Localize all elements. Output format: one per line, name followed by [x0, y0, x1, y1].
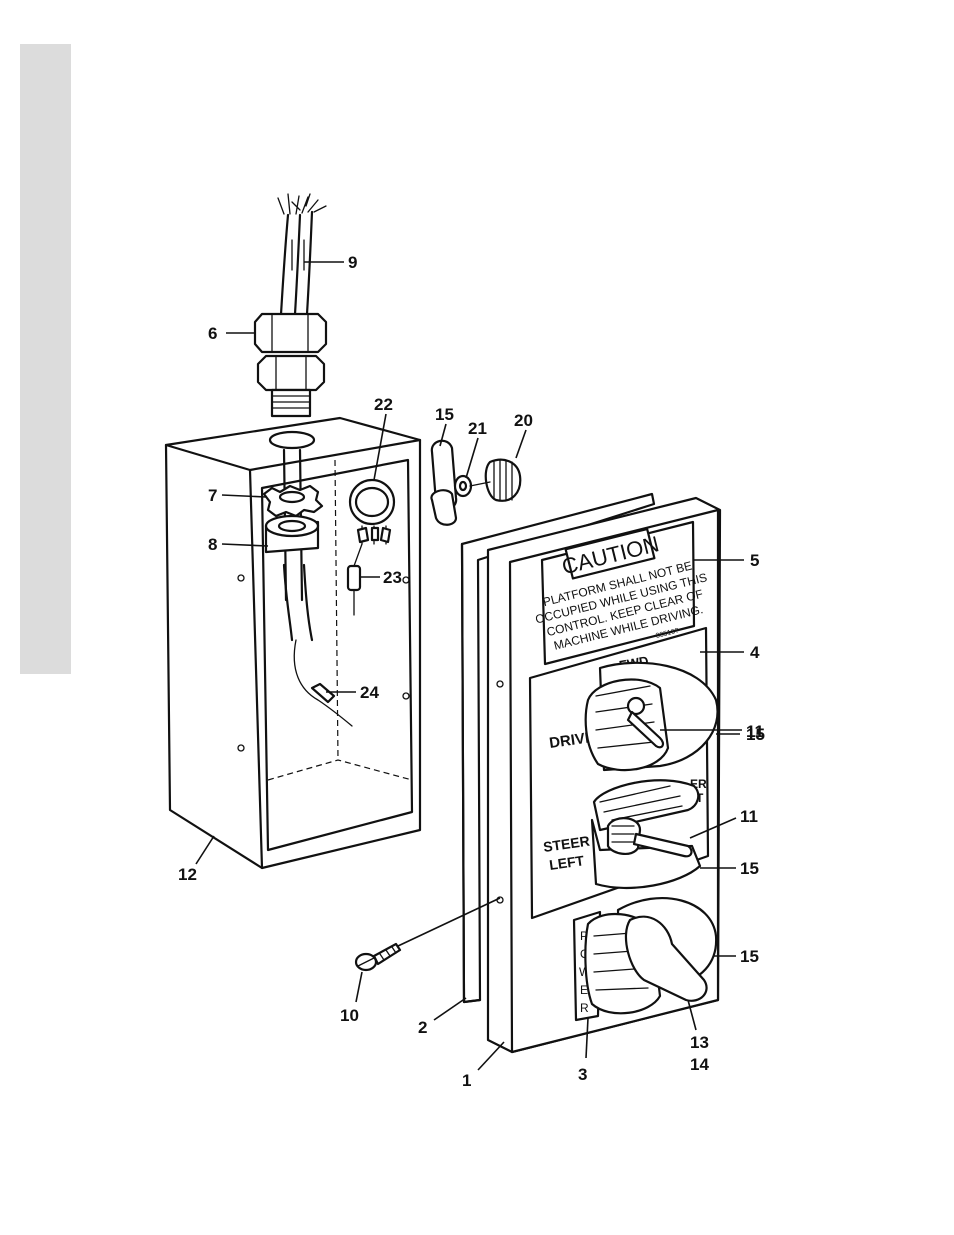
screw [356, 898, 500, 970]
callout-10: 10 [340, 1006, 359, 1025]
callout-13: 13 [690, 1033, 709, 1052]
callout-15-mid1: 15 [746, 725, 765, 744]
lock-washer [264, 486, 322, 516]
lock-nut [266, 516, 318, 552]
callout-11-mid: 11 [740, 807, 758, 826]
callout-20: 20 [514, 411, 533, 430]
knurled-knob [470, 460, 520, 501]
callout-22: 22 [374, 395, 393, 414]
callout-23: 23 [383, 568, 402, 587]
callout-7: 7 [208, 486, 217, 505]
callout-6: 6 [208, 324, 217, 343]
callout-12: 12 [178, 865, 197, 884]
callout-24: 24 [360, 683, 379, 702]
callout-9: 9 [348, 253, 357, 272]
callout-15-bot: 15 [740, 947, 759, 966]
callout-8: 8 [208, 535, 217, 554]
callout-21: 21 [468, 419, 487, 438]
callout-15-top: 15 [435, 405, 454, 424]
cable-gland [255, 314, 326, 416]
callout-2: 2 [418, 1018, 427, 1037]
power-letter-r: R [580, 1001, 589, 1015]
pot-boot [431, 441, 456, 525]
callout-5: 5 [750, 551, 759, 570]
callout-3: 3 [578, 1065, 587, 1084]
callout-4: 4 [750, 643, 760, 662]
power-switch [585, 898, 716, 1013]
callout-15-mid2: 15 [740, 859, 759, 878]
washer-21 [455, 476, 471, 496]
callout-1: 1 [462, 1071, 471, 1090]
callout-14: 14 [690, 1055, 709, 1074]
